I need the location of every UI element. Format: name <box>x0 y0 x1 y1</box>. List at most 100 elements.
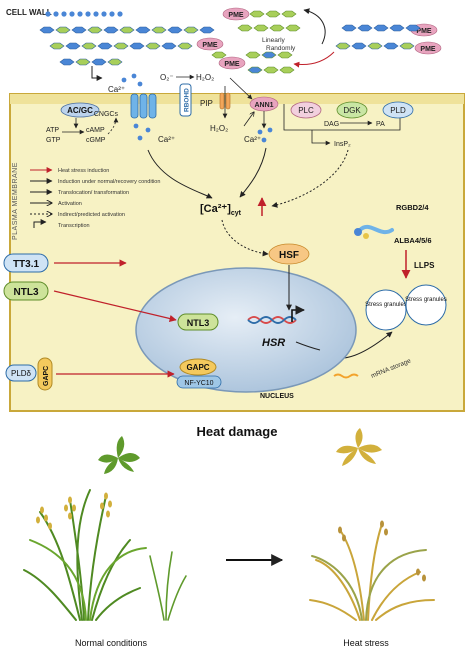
pip-label: PIP <box>200 99 213 108</box>
cngcs-label: CNGCs <box>94 111 119 118</box>
svg-text:DGK: DGK <box>343 106 361 115</box>
ca-ion-dot <box>131 73 137 79</box>
svg-text:PME: PME <box>224 61 240 68</box>
pme-enzyme-mid: PME <box>218 56 246 70</box>
cell-wall-label: CELL WALL <box>6 8 52 17</box>
legend: Heat stress induction Induction under no… <box>30 167 160 229</box>
svg-text:PLC: PLC <box>298 106 314 115</box>
svg-text:Stress granules: Stress granules <box>405 297 447 303</box>
svg-text:PME: PME <box>228 12 244 19</box>
pectin-chain-linear <box>237 10 301 32</box>
o2-label: O₂⁻ <box>160 73 174 82</box>
tt31-factor: TT3.1 <box>3 253 49 273</box>
stressed-panicle <box>338 520 426 582</box>
plasma-membrane-label: PLASMA MEMBRANE <box>12 162 19 240</box>
pme-cycle-arrow-bottom <box>293 51 335 68</box>
dgk-enzyme: DGK <box>336 101 368 119</box>
legend-item: Transcription <box>58 223 90 229</box>
ca-ion-dot <box>121 77 127 83</box>
heat-damage-title: Heat damage <box>197 424 278 439</box>
svg-text:PLDδ: PLDδ <box>11 369 32 378</box>
hsr-export-arrow <box>295 341 321 351</box>
h2o2-outside-label: H₂O₂ <box>196 73 214 82</box>
young-rice-plant-icon <box>149 551 187 621</box>
ntl3-factor: NTL3 <box>3 281 49 301</box>
pectin-chain-random <box>211 51 295 74</box>
rbohd-enzyme: RBOHD <box>179 83 192 117</box>
svg-text:PLD: PLD <box>390 106 406 115</box>
plc-to-insp2-arrow <box>311 130 331 146</box>
hsr-label: HSR <box>262 337 285 349</box>
insp2-label: InsP₂ <box>334 141 351 148</box>
ac-gc-enzyme: AC/GC <box>60 102 100 118</box>
legend-item: Activation <box>58 201 82 207</box>
normal-conditions-label: Normal conditions <box>75 638 148 648</box>
cytosolic-calcium: [Ca²⁺]cyt <box>200 203 242 217</box>
randomly-label: Randomly <box>266 45 296 52</box>
svg-text:GAPC: GAPC <box>186 363 209 372</box>
pectin-chain-right <box>335 24 421 50</box>
svg-text:[Ca²⁺]cyt: [Ca²⁺]cyt <box>200 203 242 217</box>
rgbd-label: RGBD2/4 <box>396 203 429 212</box>
gtp-label: GTP <box>46 137 61 144</box>
insp2-to-ca-arrow <box>271 149 349 208</box>
pme-enzyme-top: PME <box>222 7 250 21</box>
svg-text:AC/GC: AC/GC <box>67 106 93 115</box>
legend-item: Induction under normal/recovery conditio… <box>58 179 160 185</box>
ca2-ann-label: Ca²⁺ <box>244 135 261 144</box>
svg-text:NF-YC10: NF-YC10 <box>184 380 213 387</box>
stress-granule: Stress granules <box>405 284 447 326</box>
pectin-chain-main <box>39 26 215 66</box>
cgmp-label: cGMP <box>86 137 106 144</box>
pme-enzyme-left: PME <box>196 37 224 51</box>
pectin-chain-top-left <box>45 11 123 17</box>
ca2-inside-label: Ca²⁺ <box>158 135 175 144</box>
h2o2-inside-label: H₂O₂ <box>210 124 228 133</box>
h2o2-to-ann1-arrow <box>229 77 253 100</box>
ca-to-hsf-arrow <box>221 219 269 257</box>
svg-text:ANN1: ANN1 <box>254 102 273 109</box>
svg-text:NTL3: NTL3 <box>187 318 210 328</box>
stressed-rice-plant-icon <box>309 523 435 621</box>
ca-ion-dot <box>137 81 143 87</box>
rgbd-alba-protein-icon <box>354 224 394 239</box>
cell-wall-signal-arrow <box>91 66 103 81</box>
dag-label: DAG <box>324 121 339 128</box>
stress-granule: Stress granules <box>365 289 407 331</box>
plc-enzyme: PLC <box>290 101 322 119</box>
gapc-nuclear: GAPC <box>179 358 217 376</box>
svg-text:Stress granules: Stress granules <box>365 302 407 308</box>
hsf-factor: HSF <box>268 243 310 265</box>
ca-ion-dot <box>267 127 273 133</box>
svg-text:HSF: HSF <box>279 250 299 261</box>
ann1-protein: ANN1 <box>249 96 279 112</box>
svg-text:PME: PME <box>420 46 436 53</box>
nucleus-label: NUCLEUS <box>260 393 294 400</box>
svg-text:NTL3: NTL3 <box>14 287 39 298</box>
ca-ion-dot <box>257 129 263 135</box>
alba-label: ALBA4/5/6 <box>394 236 432 245</box>
cell-wall-region: CELL WALL <box>6 7 442 81</box>
svg-text:PME: PME <box>416 28 432 35</box>
svg-text:TT3.1: TT3.1 <box>13 259 40 270</box>
membrane-band <box>10 94 464 104</box>
healthy-seedling-icon <box>98 436 140 474</box>
linearly-label: Linearly <box>262 37 286 44</box>
pip-aquaporin <box>219 92 231 110</box>
svg-text:GAPC: GAPC <box>43 366 50 386</box>
atp-label: ATP <box>46 127 59 134</box>
legend-item: Indirect/predicted activation <box>58 212 125 218</box>
healthy-rice-plant-icon <box>23 489 147 621</box>
stressed-seedling-icon <box>336 428 382 466</box>
camp-label: cAMP <box>86 127 105 134</box>
ca-ion-dot <box>261 137 267 143</box>
mrna-strand <box>333 373 359 379</box>
cngc-to-ca-arrow <box>147 149 213 199</box>
rice-panicle <box>36 492 112 530</box>
pld-delta-factor: PLDδ <box>5 364 37 382</box>
llps-label: LLPS <box>414 261 435 270</box>
cngc-channel <box>130 93 157 119</box>
svg-text:PME: PME <box>202 42 218 49</box>
ann1-activation-arrow <box>243 112 254 127</box>
